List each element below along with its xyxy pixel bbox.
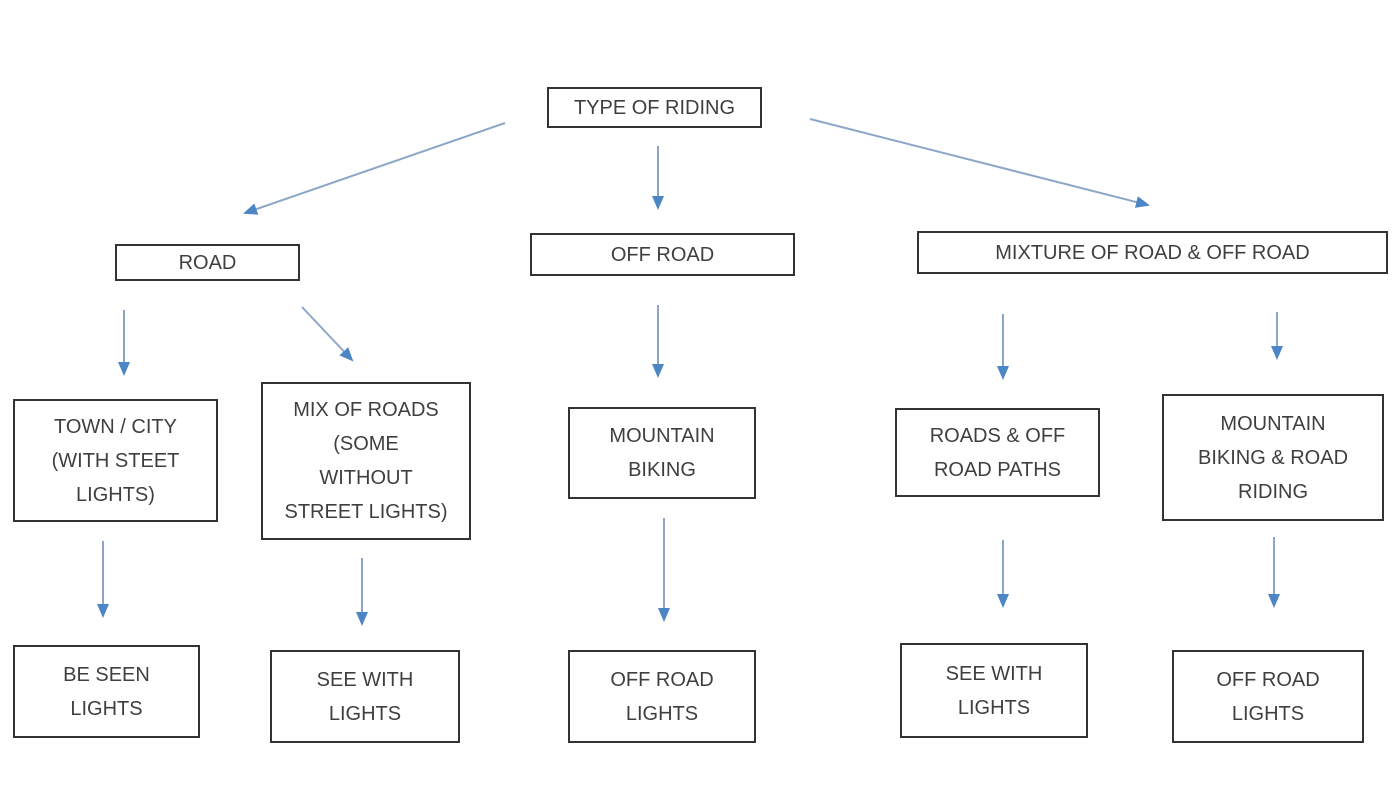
arrow-road-to-mix-of-roads	[301, 306, 354, 362]
node-see-with-lights-mixture: SEE WITH LIGHTS	[900, 643, 1088, 738]
node-town-city-with-street-lights: TOWN / CITY (WITH STEET LIGHTS)	[13, 399, 218, 522]
node-off-road-lights-offroad: OFF ROAD LIGHTS	[568, 650, 756, 743]
node-road: ROAD	[115, 244, 300, 281]
node-mountain-biking: MOUNTAIN BIKING	[568, 407, 756, 499]
arrow-type-of-riding-to-road	[243, 122, 506, 215]
node-off-road-lights-mixture: OFF ROAD LIGHTS	[1172, 650, 1364, 743]
node-off-road: OFF ROAD	[530, 233, 795, 276]
arrow-type-of-riding-to-mixture	[809, 118, 1150, 208]
node-be-seen-lights: BE SEEN LIGHTS	[13, 645, 200, 738]
node-mountain-biking-and-road-riding: MOUNTAIN BIKING & ROAD RIDING	[1162, 394, 1384, 521]
node-roads-and-off-road-paths: ROADS & OFF ROAD PATHS	[895, 408, 1100, 497]
node-type-of-riding: TYPE OF RIDING	[547, 87, 762, 128]
node-mix-of-roads: MIX OF ROADS (SOME WITHOUT STREET LIGHTS…	[261, 382, 471, 540]
node-mixture-of-road-and-off-road: MIXTURE OF ROAD & OFF ROAD	[917, 231, 1388, 274]
node-see-with-lights-road: SEE WITH LIGHTS	[270, 650, 460, 743]
